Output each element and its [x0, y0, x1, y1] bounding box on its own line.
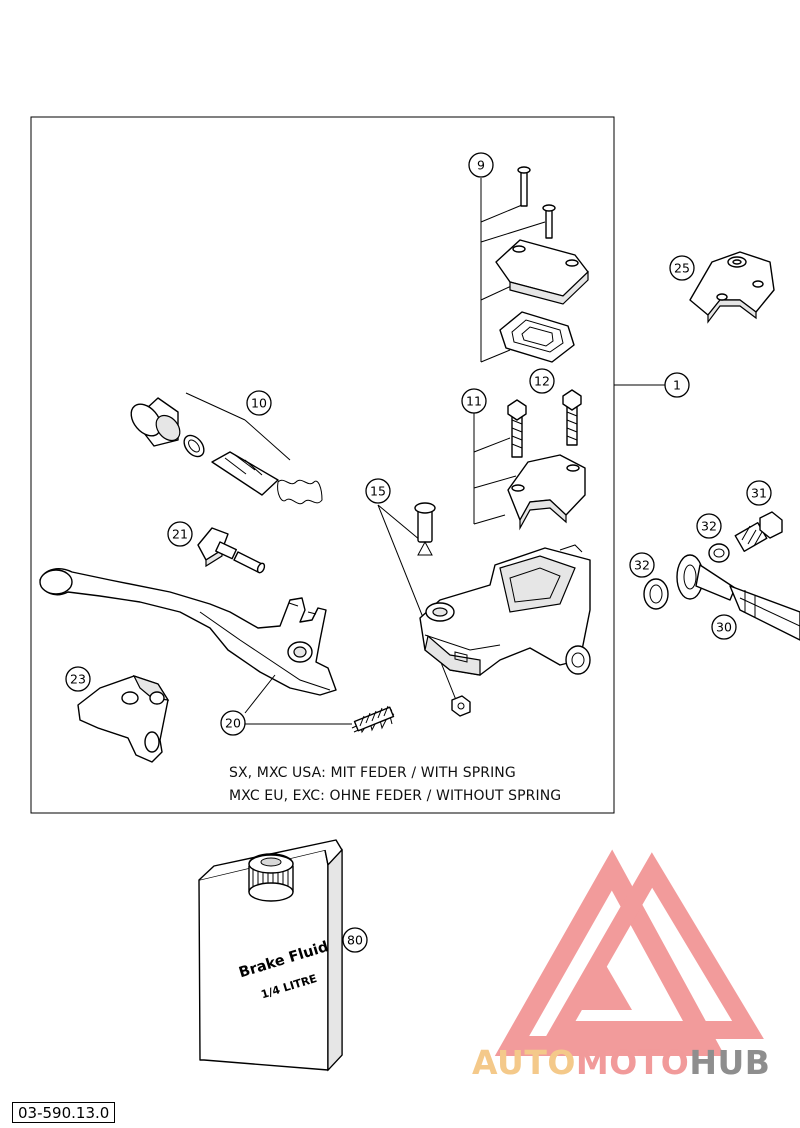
svg-text:12: 12	[534, 374, 550, 389]
svg-text:23: 23	[70, 672, 86, 687]
svg-text:30: 30	[716, 620, 732, 635]
svg-text:20: 20	[225, 716, 241, 731]
svg-text:1: 1	[673, 378, 681, 393]
watermark-logo	[494, 849, 764, 1056]
svg-text:21: 21	[172, 527, 188, 542]
watermark-text: AUTOMOTOHUB	[472, 1043, 770, 1082]
brake-line-30	[643, 511, 800, 641]
callout-25: 25	[669, 255, 695, 281]
lever-20	[39, 568, 395, 734]
callout-9: 9	[468, 152, 494, 178]
svg-text:11: 11	[466, 394, 482, 409]
watermark-auto: AUTO	[472, 1043, 576, 1082]
clamp-bolts-11-12	[473, 389, 586, 531]
callout-12: 12	[529, 368, 555, 394]
callout-32-lower: 32	[629, 552, 655, 578]
callout-10: 10	[246, 390, 272, 416]
svg-text:10: 10	[251, 396, 267, 411]
brake-fluid-bottle-80	[198, 839, 343, 1072]
watermark-hub: HUB	[689, 1043, 771, 1082]
callout-15: 15	[365, 478, 391, 504]
callout-1: 1	[664, 372, 690, 398]
master-cylinder-body	[419, 544, 591, 676]
callout-31: 31	[746, 480, 772, 506]
svg-text:31: 31	[751, 486, 767, 501]
callout-20: 20	[220, 710, 246, 736]
svg-text:9: 9	[477, 158, 485, 173]
clamp-25	[689, 251, 775, 324]
svg-text:15: 15	[370, 484, 386, 499]
piston-set-10	[130, 392, 323, 505]
callout-11: 11	[461, 388, 487, 414]
callout-30: 30	[711, 614, 737, 640]
svg-text:25: 25	[674, 261, 690, 276]
pivot-pin-15	[377, 502, 471, 717]
callout-80: 80	[342, 927, 368, 953]
callout-23: 23	[65, 666, 91, 692]
note-with-spring: SX, MXC USA: MIT FEDER / WITH SPRING	[229, 765, 516, 781]
callout-21: 21	[167, 521, 193, 547]
callout-32-upper: 32	[696, 513, 722, 539]
note-without-spring: MXC EU, EXC: OHNE FEDER / WITHOUT SPRING	[229, 788, 562, 804]
adjuster-21	[197, 527, 266, 574]
svg-text:32: 32	[701, 519, 717, 534]
assembly-frame	[30, 116, 615, 814]
cover-screw-1	[517, 166, 531, 207]
svg-text:32: 32	[634, 558, 650, 573]
watermark-moto: MOTO	[575, 1043, 690, 1082]
svg-text:80: 80	[347, 933, 363, 948]
document-number: 03-590.13.0	[12, 1102, 116, 1123]
cover-screw-2	[542, 204, 556, 239]
reservoir-cover-group	[480, 166, 589, 363]
lever-guard-23	[77, 674, 170, 763]
